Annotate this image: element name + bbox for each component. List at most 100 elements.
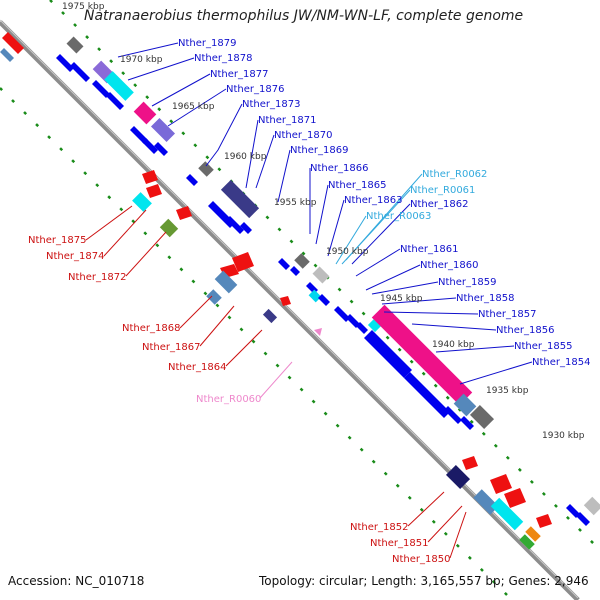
gene-label[interactable]: Nther_1876 bbox=[226, 84, 284, 95]
rna-gene-labels: Nther_R0062 Nther_R0061 Nther_R0063 bbox=[366, 169, 487, 222]
pseudo-arrow bbox=[314, 328, 322, 336]
gene-arrow bbox=[232, 252, 254, 272]
gene-label[interactable]: Nther_1856 bbox=[496, 325, 554, 336]
gene-feature bbox=[519, 534, 535, 550]
gene-label[interactable]: Nther_1877 bbox=[210, 69, 268, 80]
gene-label[interactable]: Nther_1868 bbox=[122, 323, 180, 334]
gene-arrow bbox=[0, 48, 14, 62]
kbp-label: 1975 kbp bbox=[62, 2, 105, 12]
gene-arrow bbox=[364, 330, 412, 378]
gene-feature bbox=[473, 489, 499, 515]
gene-feature bbox=[583, 496, 600, 516]
gene-label[interactable]: Nther_1863 bbox=[344, 195, 402, 206]
gene-label[interactable]: Nther_1869 bbox=[290, 145, 348, 156]
leader-line bbox=[407, 491, 445, 527]
leader-line bbox=[85, 205, 133, 241]
map-title: Natranaerobius thermophilus JW/NM-WN-LF,… bbox=[84, 8, 524, 24]
outer-tick-track bbox=[49, 0, 600, 551]
leader-line bbox=[179, 295, 213, 329]
gene-label[interactable]: Nther_1873 bbox=[242, 99, 300, 110]
leader-line bbox=[371, 281, 439, 295]
leader-line bbox=[449, 511, 467, 559]
gene-arrow bbox=[444, 406, 462, 424]
rna-label[interactable]: Nther_R0061 bbox=[410, 185, 475, 196]
gene-arrow bbox=[146, 184, 162, 198]
kbp-label: 1940 kbp bbox=[432, 340, 475, 350]
reverse-features bbox=[0, 32, 552, 550]
gene-arrow bbox=[460, 416, 474, 430]
gene-arrow bbox=[176, 206, 192, 220]
leader-line bbox=[435, 345, 515, 353]
gene-label[interactable]: Nther_1858 bbox=[456, 293, 514, 304]
gene-label[interactable]: Nther_1854 bbox=[532, 357, 590, 368]
leader-line bbox=[327, 199, 345, 257]
gene-feature bbox=[312, 266, 330, 284]
pseudo-label[interactable]: Nther_R0060 bbox=[196, 394, 261, 405]
gene-arrow bbox=[566, 504, 580, 518]
gene-feature bbox=[445, 464, 471, 490]
gene-label[interactable]: Nther_1860 bbox=[420, 260, 478, 271]
leader-line bbox=[199, 305, 235, 347]
rna-label[interactable]: Nther_R0063 bbox=[366, 211, 431, 222]
leader-line bbox=[151, 73, 211, 107]
gene-label[interactable]: Nther_1872 bbox=[68, 272, 126, 283]
gene-label[interactable]: Nther_1879 bbox=[178, 38, 236, 49]
gene-label[interactable]: Nther_1850 bbox=[392, 554, 450, 565]
kbp-label: 1950 kbp bbox=[326, 247, 369, 257]
gene-arrow bbox=[130, 126, 148, 144]
gene-feature bbox=[214, 270, 238, 294]
gene-arrow bbox=[142, 138, 158, 154]
leader-line bbox=[277, 149, 291, 203]
gene-arrow bbox=[186, 174, 198, 186]
leader-line bbox=[255, 134, 275, 189]
leader-line bbox=[127, 57, 195, 81]
forward-gene-labels: Nther_1879 Nther_1878 Nther_1877 Nther_1… bbox=[178, 38, 590, 368]
gene-arrow bbox=[142, 170, 158, 184]
gene-label[interactable]: Nther_1857 bbox=[478, 309, 536, 320]
reverse-gene-labels: Nther_1875 Nther_1874 Nther_1872 Nther_1… bbox=[28, 235, 450, 565]
gene-label[interactable]: Nther_1874 bbox=[46, 251, 104, 262]
gene-label[interactable]: Nther_1867 bbox=[142, 342, 200, 353]
leader-line bbox=[427, 505, 463, 543]
leader-line bbox=[103, 209, 147, 257]
rna-label[interactable]: Nther_R0062 bbox=[422, 169, 487, 180]
leader-line bbox=[381, 297, 457, 305]
topology-text: Topology: circular; Length: 3,165,557 bp… bbox=[259, 574, 589, 588]
leader-lines bbox=[85, 42, 533, 559]
kbp-labels: 1975 kbp 1970 kbp 1965 kbp 1960 kbp 1955… bbox=[62, 2, 585, 441]
gene-arrow bbox=[318, 294, 330, 306]
leader-line bbox=[351, 203, 411, 265]
pseudo-gene-labels: Nther_R0060 bbox=[196, 394, 261, 405]
gene-label[interactable]: Nther_1866 bbox=[310, 163, 368, 174]
gene-label[interactable]: Nther_1855 bbox=[514, 341, 572, 352]
gene-feature bbox=[133, 101, 157, 125]
leader-line bbox=[341, 189, 411, 265]
gene-label[interactable]: Nther_1864 bbox=[168, 362, 226, 373]
gene-label[interactable]: Nther_1852 bbox=[350, 522, 408, 533]
gene-label[interactable]: Nther_1871 bbox=[258, 115, 316, 126]
forward-features bbox=[56, 36, 600, 526]
gene-label[interactable]: Nther_1851 bbox=[370, 538, 428, 549]
gene-label[interactable]: Nther_1870 bbox=[274, 130, 332, 141]
gene-label[interactable]: Nther_1878 bbox=[194, 53, 252, 64]
leader-line bbox=[225, 329, 263, 367]
kbp-label: 1965 kbp bbox=[172, 102, 215, 112]
leader-line bbox=[117, 42, 179, 58]
gene-label[interactable]: Nther_1861 bbox=[400, 244, 458, 255]
accession-text: Accession: NC_010718 bbox=[8, 574, 145, 588]
gene-label[interactable]: Nther_1865 bbox=[328, 180, 386, 191]
gene-arrow bbox=[346, 314, 360, 328]
gene-arrow bbox=[356, 322, 368, 334]
gene-arrow bbox=[576, 512, 590, 526]
gene-label[interactable]: Nther_1859 bbox=[438, 277, 496, 288]
gene-arrow bbox=[240, 222, 252, 234]
gene-label[interactable]: Nther_1875 bbox=[28, 235, 86, 246]
kbp-label: 1960 kbp bbox=[224, 152, 267, 162]
leader-line bbox=[365, 264, 421, 291]
leader-line bbox=[315, 184, 329, 245]
gene-label[interactable]: Nther_1862 bbox=[410, 199, 468, 210]
gene-feature bbox=[490, 497, 524, 531]
gene-arrow bbox=[106, 92, 124, 110]
gene-feature bbox=[206, 289, 222, 305]
